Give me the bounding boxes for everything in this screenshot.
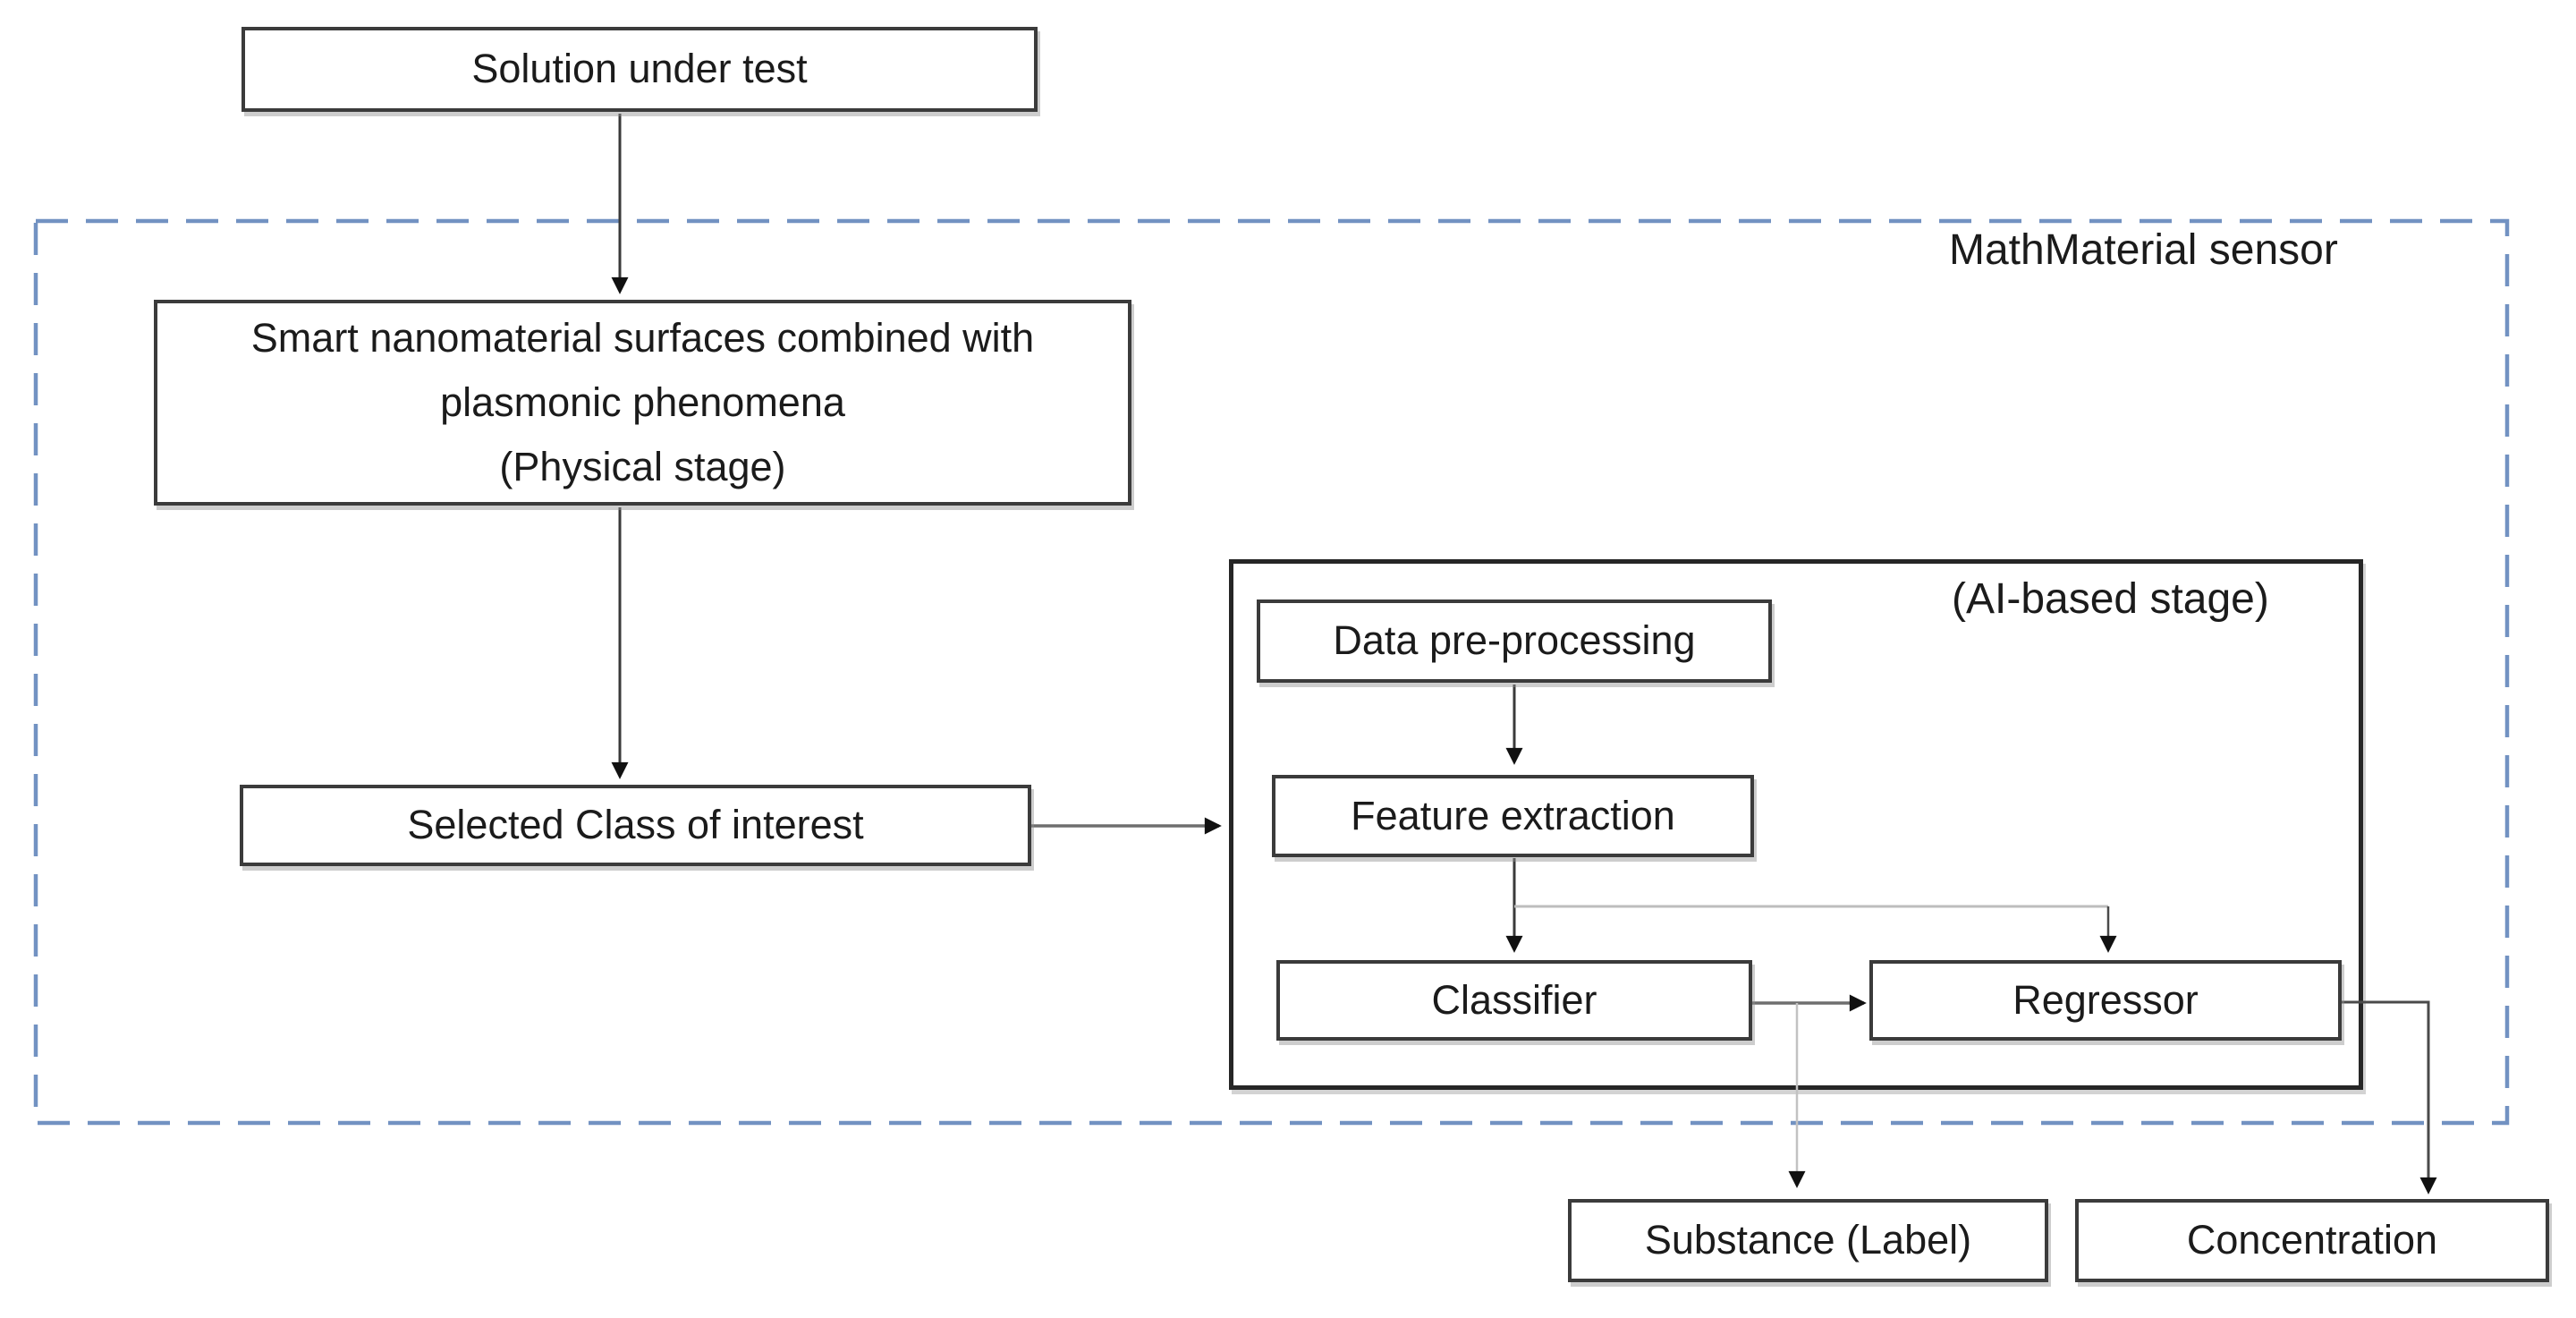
arrow-regressor-to-concentration [2342,1000,2437,1195]
node-regressor: Regressor [1869,960,2342,1041]
node-data-preprocessing: Data pre-processing [1257,599,1772,683]
node-substance-label: Substance (Label) [1568,1199,2048,1282]
node-selected-class: Selected Class of interest [240,785,1031,866]
node-concentration: Concentration [2075,1199,2549,1282]
ai-stage-label: (AI-based stage) [1952,575,2269,623]
node-physical-stage: Smart nanomaterial surfaces combined wit… [154,300,1131,506]
node-classifier: Classifier [1276,960,1752,1041]
node-solution-under-test: Solution under test [242,27,1038,112]
mathmaterial-sensor-boundary [33,218,2510,1126]
node-feature-extraction: Feature extraction [1272,775,1754,857]
mathmaterial-sensor-label: MathMaterial sensor [1949,226,2338,274]
